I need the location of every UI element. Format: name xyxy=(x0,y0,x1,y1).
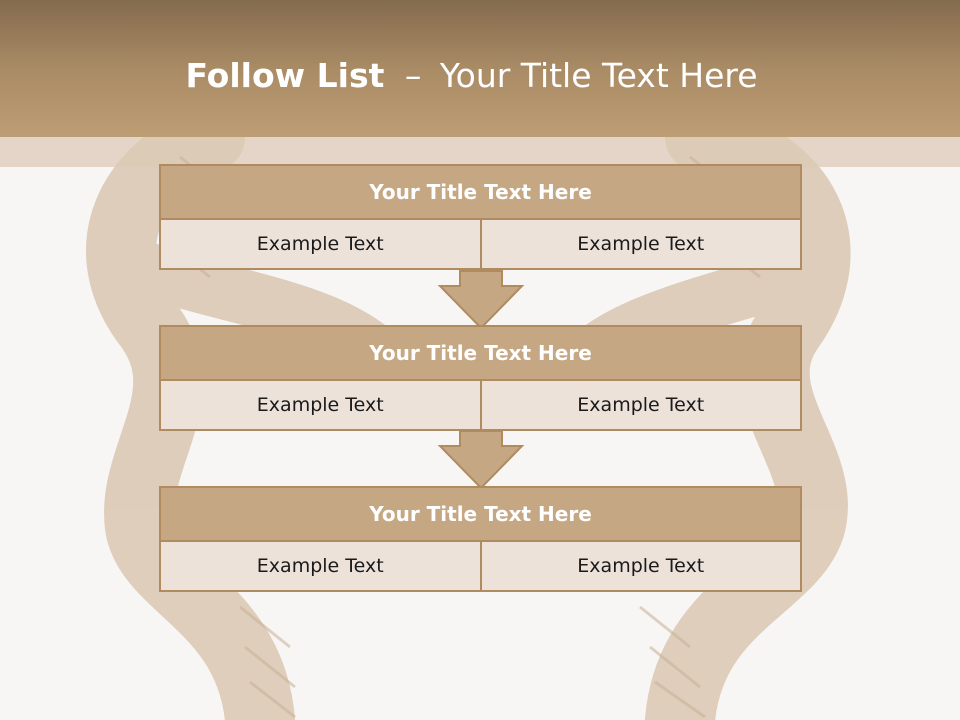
stage-heading: Your Title Text Here xyxy=(159,164,802,220)
stage-cell-left: Example Text xyxy=(159,220,482,270)
stage-row: Example Text Example Text xyxy=(159,381,802,431)
stage-2: Your Title Text Here Example Text Exampl… xyxy=(159,325,802,431)
stage-cell-left: Example Text xyxy=(159,542,482,592)
stage-cell-right: Example Text xyxy=(481,542,802,592)
stage-cell-left: Example Text xyxy=(159,381,482,431)
stage-3: Your Title Text Here Example Text Exampl… xyxy=(159,486,802,592)
stage-1: Your Title Text Here Example Text Exampl… xyxy=(159,164,802,270)
title-separator: – xyxy=(404,56,422,95)
stage-cell-right: Example Text xyxy=(481,220,802,270)
down-arrow-icon xyxy=(438,270,524,330)
stage-heading: Your Title Text Here xyxy=(159,325,802,381)
title-rest: Your Title Text Here xyxy=(439,56,758,95)
stage-row: Example Text Example Text xyxy=(159,542,802,592)
down-arrow-icon xyxy=(438,430,524,490)
title-banner-strip xyxy=(0,137,960,167)
stage-cell-right: Example Text xyxy=(481,381,802,431)
page-title: Follow List – Your Title Text Here xyxy=(0,54,943,98)
title-banner xyxy=(0,0,960,137)
title-bold: Follow List xyxy=(185,56,385,95)
stage-heading: Your Title Text Here xyxy=(159,486,802,542)
stage-row: Example Text Example Text xyxy=(159,220,802,270)
